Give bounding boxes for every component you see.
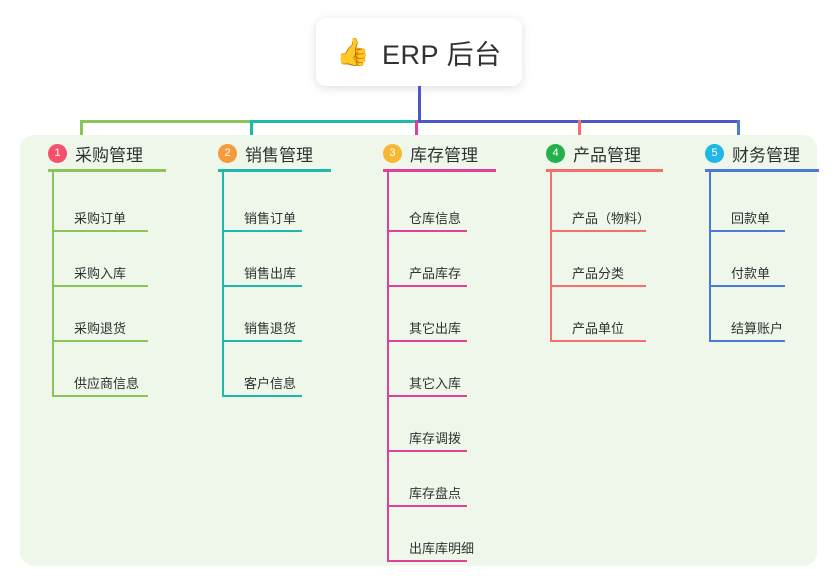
branch-item-underline [550, 230, 646, 232]
branch-item-underline [222, 340, 302, 342]
branch-spine-3 [387, 172, 389, 562]
branch-title-5: 财务管理 [732, 146, 800, 165]
branch-item[interactable]: 产品库存 [387, 257, 467, 287]
bus-segment-2 [250, 120, 418, 123]
branch-item-label: 付款单 [731, 266, 771, 281]
branch-item-label: 采购入库 [74, 266, 127, 281]
branch-item-underline [550, 340, 646, 342]
branch-item[interactable]: 销售退货 [222, 312, 302, 342]
branch-underline-4 [546, 169, 663, 172]
branch-header-4[interactable]: 4 产品管理 [546, 141, 641, 166]
branch-item[interactable]: 库存调拨 [387, 422, 467, 452]
branch-underline-2 [218, 169, 331, 172]
branch-item[interactable]: 采购入库 [52, 257, 148, 287]
branch-item-label: 客户信息 [244, 376, 297, 391]
branch-title-1: 采购管理 [75, 146, 143, 165]
branch-item-label: 供应商信息 [74, 376, 140, 391]
branch-item-underline [387, 450, 467, 452]
branch-spine-2 [222, 172, 224, 397]
branch-item[interactable]: 出库库明细 [387, 532, 474, 562]
branch-item-underline [709, 230, 785, 232]
branch-item-underline [52, 230, 148, 232]
branch-title-4: 产品管理 [573, 146, 641, 165]
branch-title-2: 销售管理 [245, 146, 313, 165]
root-title: ERP 后台 [382, 39, 502, 70]
branch-item-label: 库存调拨 [409, 431, 462, 446]
branch-header-1[interactable]: 1 采购管理 [48, 141, 143, 166]
branch-item-underline [709, 285, 785, 287]
branch-item-underline [387, 560, 467, 562]
branch-item[interactable]: 产品分类 [550, 257, 646, 287]
root-node[interactable]: 👍 ERP 后台 [316, 18, 522, 86]
branch-item-label: 其它出库 [409, 321, 462, 336]
root-node-content: 👍 ERP 后台 [336, 33, 501, 72]
branch-item-label: 采购订单 [74, 211, 127, 226]
branch-item[interactable]: 回款单 [709, 202, 785, 232]
branch-item-label: 库存盘点 [409, 486, 462, 501]
branch-item-label: 产品库存 [409, 266, 462, 281]
branch-header-3[interactable]: 3 库存管理 [383, 141, 478, 166]
branch-item-underline [52, 340, 148, 342]
branch-item[interactable]: 库存盘点 [387, 477, 467, 507]
branch-spine-5 [709, 172, 711, 342]
branch-item-label: 销售出库 [244, 266, 297, 281]
branch-underline-1 [48, 169, 166, 172]
branch-item[interactable]: 产品（物料） [550, 202, 650, 232]
branch-item-underline [52, 285, 148, 287]
branch-item[interactable]: 其它入库 [387, 367, 467, 397]
branch-badge-1: 1 [48, 144, 67, 163]
branch-badge-2: 2 [218, 144, 237, 163]
branch-item-underline [709, 340, 785, 342]
branch-item-label: 回款单 [731, 211, 771, 226]
branch-item-label: 产品分类 [572, 266, 625, 281]
branch-item[interactable]: 采购订单 [52, 202, 148, 232]
branch-item-label: 出库库明细 [409, 541, 475, 556]
bus-segment-1 [80, 120, 253, 123]
branch-item-underline [387, 285, 467, 287]
branch-item-underline [387, 505, 467, 507]
root-trunk-line [418, 86, 421, 123]
branches-panel [20, 135, 817, 566]
branch-item[interactable]: 其它出库 [387, 312, 467, 342]
branch-item-label: 销售退货 [244, 321, 297, 336]
branch-header-2[interactable]: 2 销售管理 [218, 141, 313, 166]
branch-spine-4 [550, 172, 552, 342]
branch-item[interactable]: 结算账户 [709, 312, 785, 342]
branch-item-label: 结算账户 [731, 321, 784, 336]
branch-item[interactable]: 产品单位 [550, 312, 646, 342]
branch-underline-5 [705, 169, 819, 172]
branch-item[interactable]: 销售订单 [222, 202, 302, 232]
branch-item-underline [387, 395, 467, 397]
branch-item-underline [387, 340, 467, 342]
branch-spine-1 [52, 172, 54, 397]
branch-item-underline [222, 395, 302, 397]
branch-item-underline [52, 395, 148, 397]
branch-item[interactable]: 采购退货 [52, 312, 148, 342]
branch-item[interactable]: 仓库信息 [387, 202, 467, 232]
branch-title-3: 库存管理 [410, 146, 478, 165]
branch-badge-5: 5 [705, 144, 724, 163]
branch-item[interactable]: 客户信息 [222, 367, 302, 397]
branch-item-label: 其它入库 [409, 376, 462, 391]
branch-item-label: 产品（物料） [572, 211, 651, 226]
branch-item-label: 产品单位 [572, 321, 625, 336]
branch-item[interactable]: 销售出库 [222, 257, 302, 287]
branch-badge-3: 3 [383, 144, 402, 163]
branch-item-underline [550, 285, 646, 287]
branch-badge-4: 4 [546, 144, 565, 163]
branch-item-label: 仓库信息 [409, 211, 462, 226]
branch-item[interactable]: 供应商信息 [52, 367, 148, 397]
thumbs-up-icon: 👍 [336, 36, 371, 67]
branch-item[interactable]: 付款单 [709, 257, 785, 287]
branch-item-label: 采购退货 [74, 321, 127, 336]
branch-item-underline [222, 285, 302, 287]
branch-header-5[interactable]: 5 财务管理 [705, 141, 800, 166]
branch-item-underline [387, 230, 467, 232]
branch-item-label: 销售订单 [244, 211, 297, 226]
branch-underline-3 [383, 169, 496, 172]
branch-item-underline [222, 230, 302, 232]
